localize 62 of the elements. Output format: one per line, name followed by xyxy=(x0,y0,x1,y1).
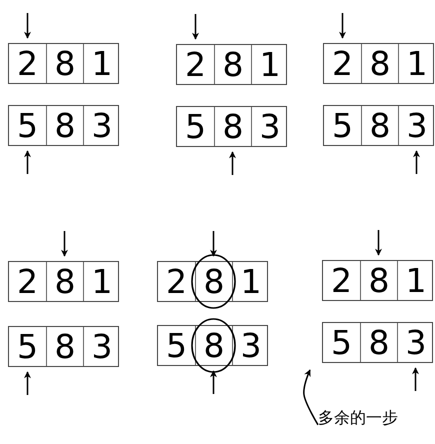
curved-arrow xyxy=(303,369,319,426)
array-cell: 2 xyxy=(158,262,195,301)
array-box xyxy=(8,326,119,367)
array-cell: 1 xyxy=(83,44,120,83)
array-box xyxy=(176,106,287,147)
pointer-arrow xyxy=(210,370,217,394)
array-box xyxy=(322,322,433,363)
array-cell: 2 xyxy=(9,44,46,83)
array-box xyxy=(157,261,268,302)
pointer-arrow xyxy=(210,231,217,257)
array-cell: 3 xyxy=(398,106,435,145)
array-box xyxy=(8,261,119,302)
array-cell: 5 xyxy=(324,106,361,145)
pointer-arrow xyxy=(375,230,382,256)
array-cell: 8 xyxy=(46,44,83,83)
annotation-text: 多余的一步 xyxy=(318,408,398,429)
array-cell: 8 xyxy=(46,106,83,145)
array-box xyxy=(157,325,268,366)
array-cell: 5 xyxy=(9,327,46,366)
array-cell: 5 xyxy=(9,106,46,145)
array-cell: 3 xyxy=(397,323,434,362)
array-cell: 5 xyxy=(158,326,195,365)
array-cell: 8 xyxy=(360,323,397,362)
array-box xyxy=(8,43,119,84)
array-cell: 3 xyxy=(251,107,288,146)
array-box xyxy=(8,105,119,146)
pointer-arrow xyxy=(413,150,420,174)
array-cell: 2 xyxy=(324,44,361,83)
pointer-arrow xyxy=(229,151,236,175)
array-cell: 3 xyxy=(232,326,269,365)
array-cell: 8 xyxy=(361,44,398,83)
array-cell: 8 xyxy=(214,107,251,146)
array-cell: 8 xyxy=(214,45,251,84)
array-cell: 3 xyxy=(83,106,120,145)
array-cell: 1 xyxy=(83,262,120,301)
array-cell: 2 xyxy=(177,45,214,84)
array-cell: 3 xyxy=(83,327,120,366)
pointer-arrow xyxy=(61,231,68,257)
array-box xyxy=(176,44,287,85)
array-cell: 5 xyxy=(323,323,360,362)
array-cell: 8 xyxy=(195,262,232,301)
array-cell: 1 xyxy=(232,262,269,301)
pointer-arrow xyxy=(24,371,31,395)
pointer-arrow xyxy=(192,14,199,40)
array-box xyxy=(323,105,434,146)
pointer-arrow xyxy=(24,150,31,174)
array-cell: 8 xyxy=(361,106,398,145)
array-box xyxy=(323,43,434,84)
array-cell: 2 xyxy=(323,261,360,300)
array-cell: 1 xyxy=(397,261,434,300)
array-cell: 8 xyxy=(46,262,83,301)
array-cell: 5 xyxy=(177,107,214,146)
array-cell: 1 xyxy=(398,44,435,83)
array-cell: 8 xyxy=(195,326,232,365)
array-cell: 2 xyxy=(9,262,46,301)
array-box xyxy=(322,260,433,301)
array-cell: 1 xyxy=(251,45,288,84)
pointer-arrow xyxy=(24,13,31,39)
pointer-arrow xyxy=(412,367,419,391)
pointer-arrow xyxy=(339,13,346,39)
array-cell: 8 xyxy=(46,327,83,366)
array-cell: 8 xyxy=(360,261,397,300)
